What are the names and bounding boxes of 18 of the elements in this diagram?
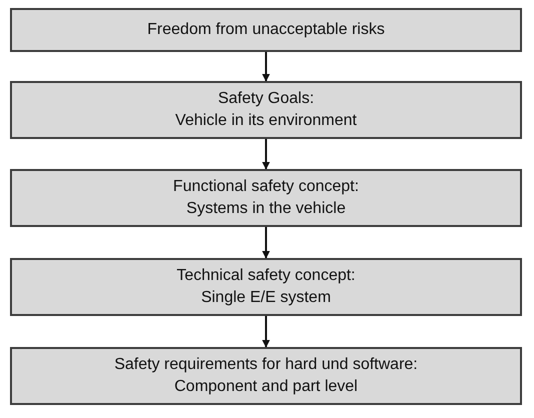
process-box bbox=[10, 169, 522, 227]
process-box bbox=[10, 81, 522, 139]
box-text: Single E/E system bbox=[201, 288, 331, 308]
process-box bbox=[10, 258, 522, 316]
box-heading: Functional safety concept: bbox=[173, 177, 359, 197]
process-box bbox=[10, 8, 522, 52]
box-text: Component and part level bbox=[174, 377, 358, 397]
arrow bbox=[262, 227, 270, 259]
arrow bbox=[262, 139, 270, 170]
box-text: Vehicle in its environment bbox=[175, 111, 357, 131]
process-box bbox=[10, 347, 522, 405]
box-heading: Technical safety concept: bbox=[176, 266, 356, 286]
box-text: Systems in the vehicle bbox=[186, 199, 346, 219]
box-heading: Freedom from unacceptable risks bbox=[147, 20, 385, 40]
arrow bbox=[262, 52, 270, 82]
arrow bbox=[262, 316, 270, 348]
box-heading: Safety requirements for hard und software: bbox=[114, 355, 418, 375]
box-heading: Safety Goals: bbox=[218, 89, 314, 109]
